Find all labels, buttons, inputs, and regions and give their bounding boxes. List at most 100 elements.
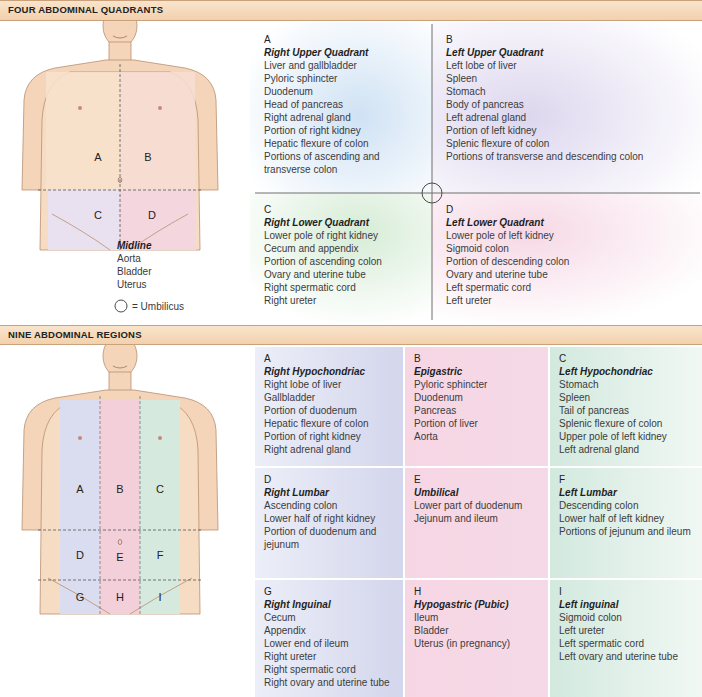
organ-name: Lower part of duodenum: [414, 499, 542, 512]
dashed-divider: [140, 396, 141, 614]
organ-name: Portion of duodenum and jejunum: [264, 525, 397, 551]
figure-letter: A: [76, 483, 83, 496]
region-heading: Left Upper Quadrant: [446, 46, 694, 59]
figure-letter: B: [116, 483, 123, 496]
organ-name: Lower end of ileum: [264, 637, 397, 650]
midline-organ: Uterus: [117, 279, 146, 291]
region-letter: F: [559, 473, 696, 486]
organ-name: Portion of liver: [414, 417, 542, 430]
quadrant-ground: [250, 22, 432, 193]
organ-name: Right adrenal gland: [264, 111, 425, 124]
region-letter: C: [559, 352, 696, 365]
quadrant-shade: [48, 190, 120, 250]
organ-name: Portions of ascending and transverse col…: [264, 150, 425, 176]
section-title: FOUR ABDOMINAL QUADRANTS: [8, 1, 702, 19]
region-ground: [550, 580, 702, 697]
organ-name: Left spermatic cord: [446, 281, 694, 294]
dashed-divider: [38, 190, 202, 191]
organ-name: Portions of jejunum and ileum: [559, 525, 696, 538]
region-heading: Right Inguinal: [264, 598, 397, 611]
dashed-divider: [100, 396, 101, 614]
mouth: [113, 366, 127, 368]
organ-list-cell: ILeft inguinalSigmoid colonLeft ureterLe…: [550, 580, 702, 697]
figure-letter: G: [76, 591, 85, 604]
region-ground: [255, 468, 403, 578]
figure-letter: I: [158, 591, 161, 604]
organ-name: Ovary and uterine tube: [446, 268, 694, 281]
organ-name: Gallbladder: [264, 391, 397, 404]
body-figure: [22, 5, 218, 250]
organ-name: Lower pole of right kidney: [264, 229, 425, 242]
organ-name: Descending colon: [559, 499, 696, 512]
organ-list-cell: DLeft Lower QuadrantLower pole of left k…: [437, 198, 700, 322]
organ-name: Pancreas: [414, 404, 542, 417]
organ-name: Pyloric sphincter: [414, 378, 542, 391]
region-heading: Umbilical: [414, 486, 542, 499]
organ-name: Hepatic flexure of colon: [264, 417, 397, 430]
figure-letter: A: [94, 151, 101, 164]
organ-name: Ascending colon: [264, 499, 397, 512]
organ-name: Portions of transverse and descending co…: [446, 150, 694, 163]
organ-list-cell: ARight Upper QuadrantLiver and gallbladd…: [255, 28, 431, 190]
region-heading: Left Lumbar: [559, 486, 696, 499]
organ-name: Right ureter: [264, 650, 397, 663]
organ-name: Left ureter: [559, 624, 696, 637]
nipple: [78, 106, 82, 110]
quadrant-ground: [432, 22, 702, 193]
organ-name: Right spermatic cord: [264, 663, 397, 676]
organ-name: Portion of ascending colon: [264, 255, 425, 268]
organ-name: Stomach: [559, 378, 696, 391]
legend-item: = Umbilicus: [114, 299, 184, 313]
figure-letter: C: [156, 483, 164, 496]
organ-name: Cecum and appendix: [264, 242, 425, 255]
region-ground: [405, 347, 548, 466]
organ-name: Left adrenal gland: [559, 443, 696, 456]
region-letter: A: [264, 352, 397, 365]
mouth: [113, 36, 127, 38]
section-header: FOUR ABDOMINAL QUADRANTS: [0, 0, 702, 21]
nipple: [78, 436, 82, 440]
organ-name: Pyloric sphincter: [264, 72, 425, 85]
region-heading: Right Hypochondriac: [264, 365, 397, 378]
region-ground: [255, 347, 403, 466]
figure-letter: D: [148, 209, 156, 222]
organ-name: Ovary and uterine tube: [264, 268, 425, 281]
organ-name: Portion of right kidney: [264, 430, 397, 443]
region-shade: [140, 400, 180, 614]
region-heading: Left inguinal: [559, 598, 696, 611]
midline-heading: Midline: [117, 240, 151, 252]
organ-name: Splenic flexure of colon: [559, 417, 696, 430]
region-letter: D: [264, 473, 397, 486]
organ-name: Left spermatic cord: [559, 637, 696, 650]
region-ground: [550, 468, 702, 578]
quadrant-divider: [255, 193, 700, 194]
organ-name: Duodenum: [264, 85, 425, 98]
region-heading: Right Upper Quadrant: [264, 46, 425, 59]
umbilicus-symbol: [115, 300, 127, 312]
organ-list-cell: CRight Lower QuadrantLower pole of right…: [255, 198, 431, 322]
region-heading: Hypogastric (Pubic): [414, 598, 542, 611]
organ-name: Liver and gallbladder: [264, 59, 425, 72]
umbilicus-mark: [422, 183, 442, 203]
nipple: [158, 436, 162, 440]
organ-name: Lower half of left kidney: [559, 512, 696, 525]
organ-name: Bladder: [414, 624, 542, 637]
organ-name: Uterus (in pregnancy): [414, 637, 542, 650]
organ-name: Right spermatic cord: [264, 281, 425, 294]
figure-letter: D: [76, 549, 84, 562]
region-letter: A: [264, 33, 425, 46]
organ-name: Spleen: [559, 391, 696, 404]
figure-letter: C: [94, 209, 102, 222]
organ-name: Portion of right kidney: [264, 124, 425, 137]
organ-list-cell: EUmbilicalLower part of duodenumJejunum …: [405, 468, 548, 578]
figure-letter: B: [144, 151, 151, 164]
region-heading: Left Hypochondriac: [559, 365, 696, 378]
dashed-divider: [38, 530, 202, 531]
region-heading: Epigastric: [414, 365, 542, 378]
organ-name: Splenic flexure of colon: [446, 137, 694, 150]
figure-letter: E: [116, 551, 123, 564]
organ-name: Right ureter: [264, 294, 425, 307]
section-header: NINE ABDOMINAL REGIONS: [0, 325, 702, 345]
quadrant-shade: [46, 72, 120, 190]
